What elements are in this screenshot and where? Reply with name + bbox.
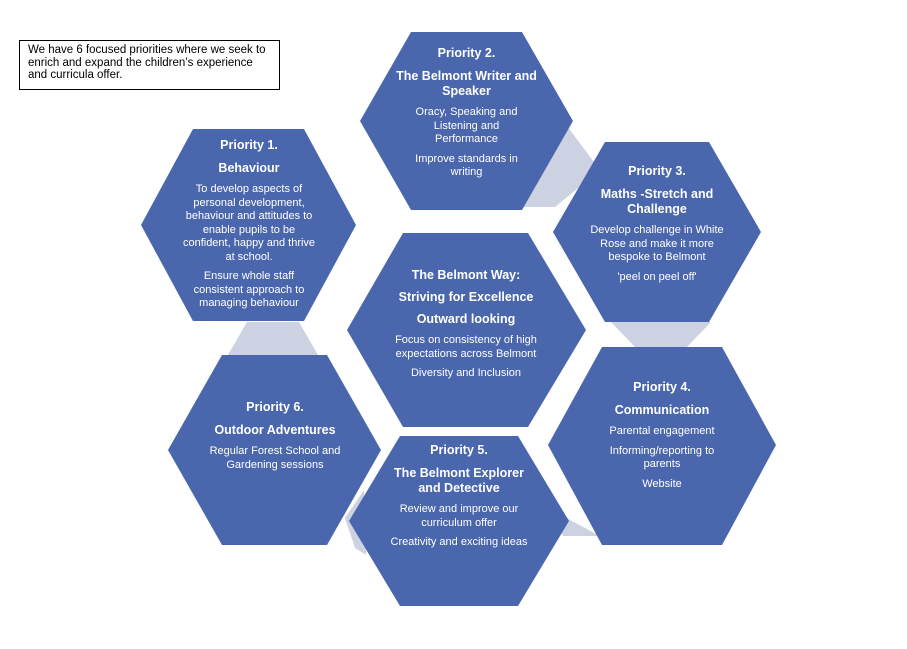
hexagon-priority-6 [168, 355, 381, 545]
priority-1-content: Priority 1. Behaviour To develop aspects… [174, 138, 324, 317]
priority-6-heading: Priority 6. [246, 400, 304, 414]
connector-3-4 [611, 322, 711, 347]
hexagon-priority-5 [349, 436, 569, 606]
priority-5-body-2: Creativity and exciting ideas [390, 536, 528, 548]
intro-text-box: We have 6 focused priorities where we se… [19, 40, 280, 90]
priority-2-body-2: Improve standards in writing [415, 152, 518, 179]
center-title-1: The Belmont Way: [411, 268, 521, 282]
priority-4-heading: Priority 4. [633, 380, 691, 394]
priority-3-content: Priority 3. Maths -Stretch and Challenge… [586, 164, 728, 290]
priority-5-content: Priority 5. The Belmont Explorer and Det… [385, 443, 533, 556]
priority-1-heading: Priority 1. [220, 138, 278, 152]
hexagon-priority-4 [548, 347, 776, 545]
hexagon-priority-2 [360, 32, 573, 210]
priority-3-title: Maths -Stretch and Challenge [600, 187, 714, 216]
priority-4-body-3: Website [642, 477, 682, 490]
priority-1-body-2: Ensure whole staff consistent approach t… [193, 270, 305, 309]
priority-1-title: Behaviour [218, 161, 280, 175]
priority-2-content: Priority 2. The Belmont Writer and Speak… [395, 46, 538, 186]
connector-2-3 [522, 126, 600, 207]
priority-6-title: Outdoor Adventures [214, 423, 336, 437]
priority-2-title: The Belmont Writer and Speaker [396, 69, 537, 98]
priority-5-heading: Priority 5. [430, 443, 488, 457]
priority-1-body-1: To develop aspects of personal developme… [182, 183, 316, 263]
priority-4-body-2: Informing/reporting to parents [609, 444, 715, 471]
priority-2-heading: Priority 2. [437, 46, 496, 60]
priority-5-title: The Belmont Explorer and Detective [394, 466, 524, 495]
priority-3-body-2: 'peel on peel off' [617, 270, 697, 283]
priority-2-body-1: Oracy, Speaking and Listening and Perfor… [415, 106, 518, 145]
hexagon-priority-3 [553, 142, 761, 322]
priority-6-content: Priority 6. Outdoor Adventures Regular F… [200, 400, 350, 478]
connector-1-6 [228, 322, 318, 355]
priority-3-body-1: Develop challenge in White Rose and make… [590, 224, 724, 263]
priority-3-heading: Priority 3. [628, 164, 686, 178]
priority-6-body-1: Regular Forest School and Gardening sess… [209, 445, 341, 471]
priority-4-body-1: Parental engagement [609, 425, 715, 437]
center-title-2: Striving for Excellence [398, 290, 534, 304]
center-content: The Belmont Way: Striving for Excellence… [384, 268, 548, 387]
center-body-2: Diversity and Inclusion [410, 367, 522, 379]
center-title-3: Outward looking [416, 312, 516, 326]
priority-4-title: Communication [614, 403, 710, 417]
hexagon-priority-1 [141, 129, 356, 321]
hexagon-center [347, 233, 586, 427]
center-body-1: Focus on consistency of high expectation… [395, 334, 537, 360]
priority-4-content: Priority 4. Communication Parental engag… [590, 380, 734, 497]
priority-5-body-1: Review and improve our curriculum offer [399, 503, 519, 529]
